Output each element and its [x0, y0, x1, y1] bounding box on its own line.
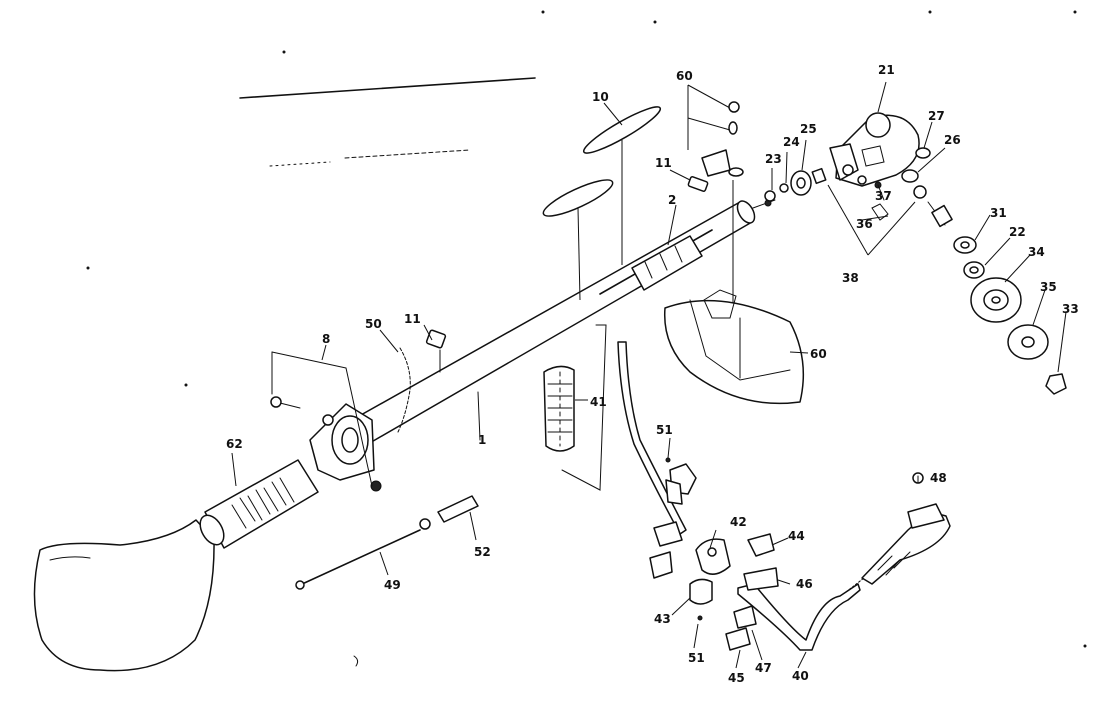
callout-47: 47 [755, 661, 772, 675]
throttle-housing-part-8 [270, 344, 382, 492]
cable-parts-49-52 [295, 495, 479, 590]
callout-48: 48 [930, 471, 947, 485]
leader-part-38 [827, 184, 916, 256]
callout-52: 52 [474, 545, 491, 559]
head-bolts [861, 181, 889, 221]
spacer-part-11-upper [669, 169, 709, 192]
callout-8: 8 [322, 332, 330, 346]
callout-23: 23 [765, 152, 782, 166]
gear-head-part-21 [829, 81, 920, 187]
callout-41: 41 [590, 395, 607, 409]
callout-37: 37 [875, 189, 892, 203]
shaft-coupling-part-2 [631, 204, 703, 291]
callout-21: 21 [878, 63, 895, 77]
callout-43: 43 [654, 612, 671, 626]
callout-49: 49 [384, 578, 401, 592]
loop-handle-part-40 [617, 341, 861, 651]
callout-11-lower: 11 [404, 312, 421, 326]
callout-35: 35 [1040, 280, 1057, 294]
callout-10: 10 [592, 90, 609, 104]
callout-42: 42 [730, 515, 747, 529]
callout-60-guard: 60 [810, 347, 827, 361]
callout-50: 50 [365, 317, 382, 331]
grip-sleeve-part-41 [543, 324, 607, 491]
handle-brackets [649, 437, 807, 669]
blade-guard-part-60 [663, 289, 809, 405]
spacer-part-11-lower [423, 324, 447, 373]
cable-part-50 [379, 329, 411, 433]
callout-51-lower: 51 [688, 651, 705, 665]
handle-pads [542, 102, 662, 301]
scan-artifact-lines [239, 77, 536, 167]
callout-33: 33 [1062, 302, 1079, 316]
callout-1: 1 [478, 433, 486, 447]
scan-dots [86, 10, 1087, 667]
callout-60-top: 60 [676, 69, 693, 83]
callout-27: 27 [928, 109, 945, 123]
screw-set-part-60-top [687, 84, 744, 177]
callout-labels: 60 10 21 27 25 24 23 26 11 37 2 36 31 22… [226, 63, 1079, 685]
head-bearings [764, 139, 827, 202]
callout-25: 25 [800, 122, 817, 136]
callout-26: 26 [944, 133, 961, 147]
engine-housing [33, 519, 215, 672]
grip-part-62 [199, 452, 319, 549]
blade-assembly [913, 185, 1067, 395]
callout-62: 62 [226, 437, 243, 451]
callout-44: 44 [788, 529, 805, 543]
callout-38: 38 [842, 271, 859, 285]
throttle-lever-part-48 [845, 472, 951, 593]
head-caps [901, 121, 946, 183]
callout-40: 40 [792, 669, 809, 683]
callout-36: 36 [856, 217, 873, 231]
callout-45: 45 [728, 671, 745, 685]
callout-31: 31 [990, 206, 1007, 220]
callout-11-upper: 11 [655, 156, 672, 170]
callout-34: 34 [1028, 245, 1045, 259]
callout-51-upper: 51 [656, 423, 673, 437]
callout-22: 22 [1009, 225, 1026, 239]
callout-46: 46 [796, 577, 813, 591]
callout-24: 24 [783, 135, 800, 149]
callout-2: 2 [668, 193, 676, 207]
